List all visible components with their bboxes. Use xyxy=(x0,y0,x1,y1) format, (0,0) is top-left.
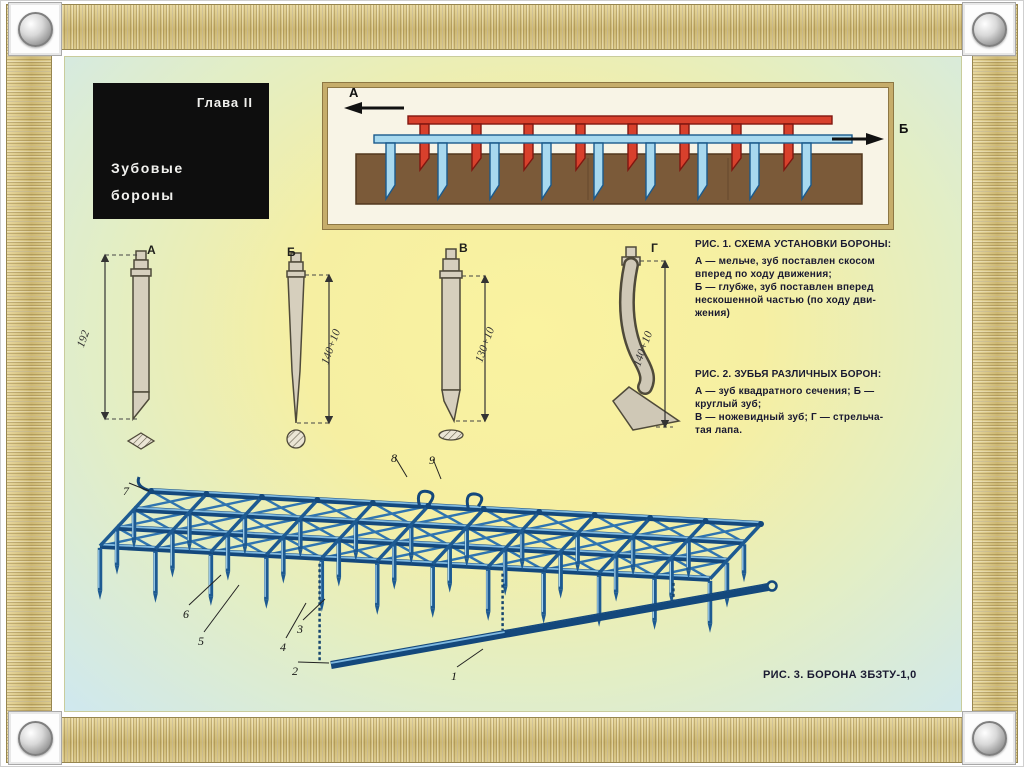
chapter-box: Глава II Зубовые бороны xyxy=(93,83,269,219)
fig2-caption: РИС. 2. ЗУБЬЯ РАЗЛИЧНЫХ БОРОН: А — зуб к… xyxy=(695,369,961,437)
direction-arrow-left-icon xyxy=(344,102,404,114)
part-number-label: 1 xyxy=(451,669,457,683)
part-number-label: 6 xyxy=(183,607,189,621)
rivet-icon xyxy=(17,11,53,47)
fig1-illustration xyxy=(344,102,884,205)
part-number-label: 2 xyxy=(292,664,298,678)
fig1-caption-title: РИС. 1. СХЕМА УСТАНОВКИ БОРОНЫ: xyxy=(695,239,892,250)
frame-border-right xyxy=(972,4,1018,763)
frame-border-left xyxy=(6,4,52,763)
section-circle-icon xyxy=(286,429,306,449)
fig3-illustration xyxy=(73,437,793,711)
fig2-caption-title: РИС. 2. ЗУБЬЯ РАЗЛИЧНЫХ БОРОН: xyxy=(695,369,882,380)
section-square-icon xyxy=(126,432,156,450)
tooth-label: А xyxy=(147,243,156,257)
caption-line: А — зуб квадратного сечения; Б — xyxy=(695,386,875,397)
part-number-label: 9 xyxy=(429,453,435,467)
part-number-label: 7 xyxy=(123,484,129,498)
caption-line: тая лапа. xyxy=(695,425,743,436)
fig1-label-a: А xyxy=(349,85,359,100)
frame-corner xyxy=(962,2,1016,56)
tooth-label: Б xyxy=(287,245,296,259)
caption-line: Б — глубже, зуб поставлен вперед xyxy=(695,282,874,293)
chapter-title: Зубовые бороны xyxy=(111,155,184,209)
frame-border-bottom xyxy=(6,717,1018,763)
chapter-title-line: бороны xyxy=(111,187,175,203)
rivet-icon xyxy=(971,720,1007,756)
fig1-caption: РИС. 1. СХЕМА УСТАНОВКИ БОРОНЫ: А — мель… xyxy=(695,239,961,320)
part-number-label: 8 xyxy=(391,451,397,465)
caption-line: круглый зуб; xyxy=(695,399,762,410)
rivet-icon xyxy=(17,720,53,756)
harrow-drawing xyxy=(97,456,778,669)
tooth-label: В xyxy=(459,241,468,255)
rivet-icon xyxy=(971,11,1007,47)
part-number-label: 4 xyxy=(280,640,286,654)
red-teeth-group xyxy=(407,115,833,171)
section-ellipse-icon xyxy=(438,429,464,441)
caption-line: А — мельче, зуб поставлен скосом xyxy=(695,256,875,267)
frame-corner xyxy=(962,711,1016,765)
part-number-label: 5 xyxy=(198,634,204,648)
chapter-label: Глава II xyxy=(196,95,253,110)
caption-line: В — ножевидный зуб; Г — стрельча- xyxy=(695,412,884,423)
chapter-title-line: Зубовые xyxy=(111,160,184,176)
tooth-b-round xyxy=(286,252,306,424)
tooth-label: Г xyxy=(651,241,658,255)
slide-canvas: Глава II Зубовые бороны xyxy=(64,56,962,712)
tooth-a-square xyxy=(130,250,152,422)
part-number-label: 3 xyxy=(297,622,303,636)
caption-line: жения) xyxy=(695,308,731,319)
fig1-frame xyxy=(323,83,893,229)
frame-border-top xyxy=(6,4,1018,50)
fig2-illustration xyxy=(100,246,681,450)
caption-line: нескошенной частью (по ходу дви- xyxy=(695,295,877,306)
caption-line: вперед по ходу движения; xyxy=(695,269,832,280)
frame-corner xyxy=(8,2,62,56)
tooth-v-knife xyxy=(439,248,463,424)
direction-arrow-right-icon xyxy=(832,133,884,145)
fig3-caption-title: РИС. 3. БОРОНА ЗБЗТУ-1,0 xyxy=(763,669,917,681)
fig1-label-b: Б xyxy=(899,121,909,136)
frame-corner xyxy=(8,711,62,765)
